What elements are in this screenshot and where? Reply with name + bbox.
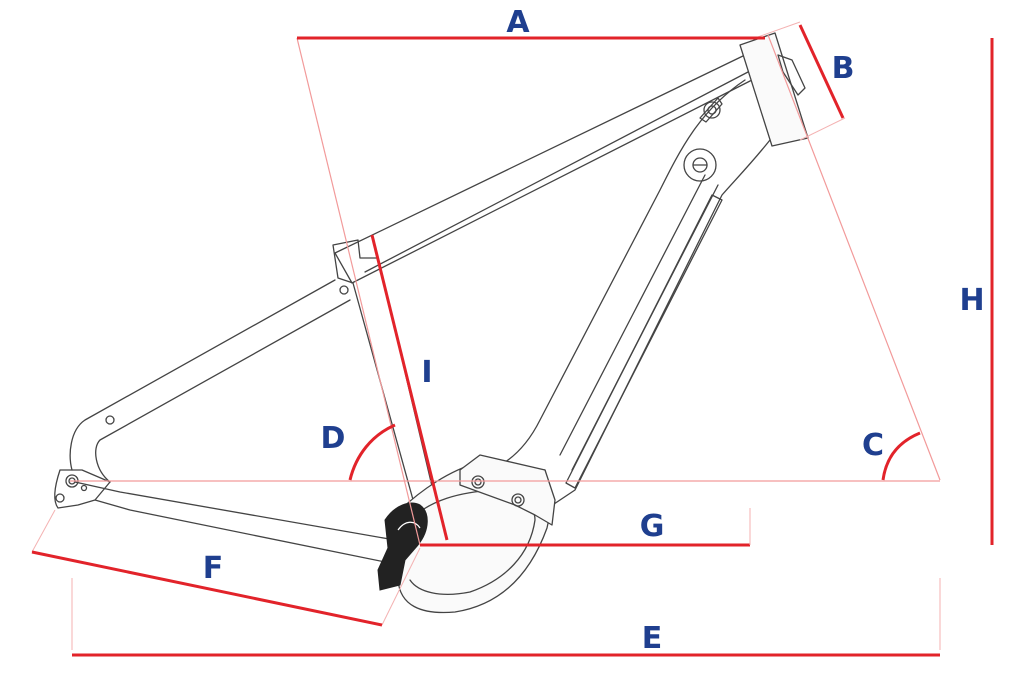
motor-mount-plate xyxy=(459,454,556,526)
b-extension-bottom xyxy=(799,117,846,141)
shock-mount xyxy=(683,148,717,182)
motor-housing-inner xyxy=(409,489,536,595)
down-tube-inner-battery xyxy=(559,174,719,471)
f-extension-right xyxy=(381,547,421,626)
dimension-labels: A B C D E F G H I xyxy=(203,5,985,656)
motor-bolt-1-inner xyxy=(474,478,482,486)
dropout-small-bolt xyxy=(80,484,88,492)
derailleur-hanger-bolt xyxy=(55,493,65,503)
guide-lines xyxy=(31,21,941,650)
head-angle-guide xyxy=(767,34,941,481)
seat-stay xyxy=(69,279,351,483)
label-b: B xyxy=(832,51,855,86)
dimension-b-headtube-line xyxy=(798,24,845,119)
label-c: C xyxy=(862,428,884,463)
chain-guide-highlight xyxy=(397,521,421,531)
top-tube-inner-line xyxy=(364,71,749,273)
bottle-boss-top xyxy=(699,97,723,123)
label-a: A xyxy=(506,5,530,40)
seat-stay-brake-bolt xyxy=(105,415,115,425)
label-g: G xyxy=(640,509,665,544)
head-tube-headset xyxy=(777,54,806,96)
dimension-i-seattube-line xyxy=(370,234,449,541)
label-i: I xyxy=(421,355,432,390)
rear-dropout xyxy=(54,469,111,509)
down-tube xyxy=(454,79,771,511)
motor-bolt-1 xyxy=(471,475,485,489)
dimension-f-chainstay-line xyxy=(31,550,383,627)
motor-bolt-2-inner xyxy=(514,496,522,504)
b-extension-top xyxy=(754,21,801,39)
bike-frame-drawing xyxy=(54,32,809,614)
top-tube xyxy=(334,54,753,284)
dimension-c-head-angle-arc xyxy=(881,431,921,481)
label-f: F xyxy=(203,551,224,586)
chain-stay xyxy=(74,481,396,563)
f-extension-left xyxy=(31,509,56,553)
dimension-d-seat-angle-arc xyxy=(348,423,396,481)
seat-angle-guide xyxy=(296,37,421,546)
label-e: E xyxy=(642,621,663,656)
down-tube-battery-rail xyxy=(565,194,723,489)
motor-bolt-2 xyxy=(511,493,525,507)
dimension-lines xyxy=(31,24,994,657)
label-d: D xyxy=(321,421,346,456)
label-h: H xyxy=(959,283,984,318)
seat-stay-bolt xyxy=(339,285,349,295)
